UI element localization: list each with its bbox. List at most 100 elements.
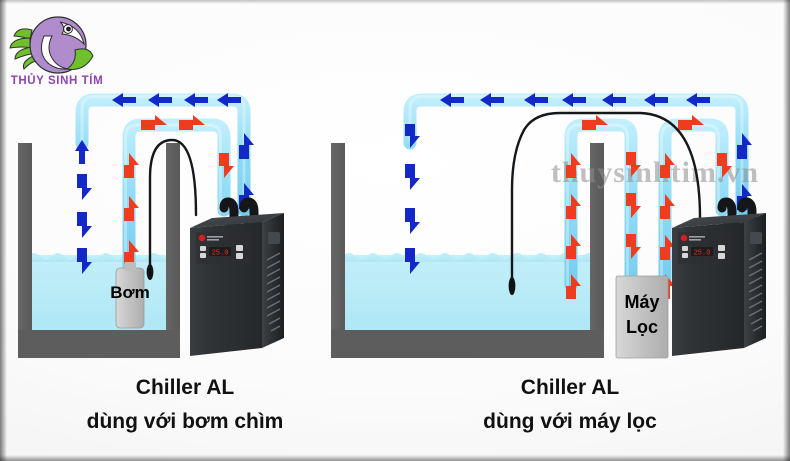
tank-base-right [331,330,604,358]
warm-flow-arrows-right [566,115,732,299]
temperature-probe-cable-left [146,138,198,280]
arrow-right-icon [141,115,167,130]
fish-fin-icon [9,28,39,70]
arrow-up-icon [737,133,752,159]
aquarium-tank-right [331,143,604,358]
tank-water-right [343,255,603,333]
temperature-probe-tip-right [508,277,516,295]
tank-base [18,330,180,358]
arrow-down-icon [405,124,420,148]
chiller-button-down-right[interactable] [682,253,688,258]
pump-label: Bơm [110,283,149,302]
caption-left-line1: Chiller AL [136,376,235,399]
warm-flow-arrows-left [124,115,234,265]
warm-supply-pipe-left [122,118,231,282]
arrow-right-icon [582,115,608,130]
chiller-button-down-left[interactable] [200,253,206,258]
arrow-down-icon [626,152,641,177]
arrow-up-icon [660,194,675,219]
tank-right-wall [166,143,180,335]
chiller-top-panel-left [190,213,284,228]
chiller-display-right [691,247,713,256]
chiller-button-up-right[interactable] [682,246,688,251]
chiller-control-panel-right[interactable]: 25.0 [678,232,732,264]
arrow-down-icon [717,153,732,178]
cold-flow-arrows-left [75,93,254,274]
site-watermark: thuysinhtim.vn [551,156,759,189]
arrow-down-icon [77,248,92,274]
external-filter-right[interactable]: Máy Lọc [615,275,669,359]
arrow-up-icon [124,240,139,265]
arrow-down-icon [405,208,420,234]
submersible-pump-left: Bơm [110,262,150,329]
tank-left-wall [18,143,32,335]
arrow-up-icon [660,235,675,260]
arrow-up-icon [124,196,139,221]
arrow-down-icon [626,234,641,259]
chiller-button-set-left[interactable] [236,245,243,251]
tank-left-wall-right-panel [331,143,345,335]
arrow-down-icon [77,174,92,200]
chiller-display-value-left: 25.0 [212,250,229,258]
arrow-left-icon [112,93,136,107]
arrow-up-icon [566,274,581,299]
water-surface-left [28,253,180,262]
chiller-top-panel-right [672,213,766,228]
chiller-side-port-left [268,232,280,244]
chiller-button-mode-right[interactable] [718,253,725,259]
panel-right: thuysinhtim.vn [331,93,766,433]
brand-logo: THỦY SINH TÍM [9,16,104,87]
arrow-down-icon [75,140,89,164]
chiller-vent-grille-right [748,252,763,332]
chiller-button-up-left[interactable] [200,246,206,251]
chiller-vent-grille-left [266,252,281,332]
arrow-right-icon [179,115,205,130]
arrow-left-icon [562,93,586,107]
caption-right-line1: Chiller AL [521,376,620,399]
fish-pectoral-fin-icon [65,48,94,70]
chiller-display-value-right: 25.0 [694,250,711,258]
panel-left: Bơm [18,93,284,433]
tank-water-left [28,255,180,333]
chiller-button-mode-left[interactable] [236,253,243,259]
aquarium-tank-left [18,143,180,358]
arrow-left-icon [184,93,208,107]
chiller-control-panel-left[interactable]: 25.0 [196,232,250,264]
chiller-brand-logo-left [198,234,206,242]
arrow-up-icon [124,153,139,178]
arrow-up-icon [239,133,254,159]
temperature-probe-tip [146,264,154,280]
arrow-down-icon [77,212,92,238]
arrow-up-icon [566,153,581,178]
filter-label-line1: Máy [624,292,659,312]
arrow-left-icon [524,93,548,107]
brand-logo-text: THỦY SINH TÍM [11,74,104,87]
chiller-display-left [209,247,231,256]
arrow-left-icon [686,93,710,107]
chiller-unit-left: 25.0 [190,197,284,356]
arrow-up-icon [660,153,675,178]
caption-right-line2: dùng với máy lọc [483,410,657,433]
arrow-down-icon [405,248,420,274]
chiller-brand-logo-right [680,234,688,242]
arrow-up-icon [566,194,581,219]
fish-body-icon [29,16,87,74]
arrow-down-icon [219,153,234,178]
arrow-left-icon [217,93,241,107]
arrow-down-icon [405,164,420,190]
arrow-down-icon [626,193,641,218]
temperature-probe-cable-right [508,111,702,295]
chiller-button-set-right[interactable] [718,245,725,251]
arrow-left-icon [148,93,172,107]
filter-label-line2: Lọc [626,317,658,337]
chiller-unit-right: 25.0 [672,197,766,356]
arrow-left-icon [602,93,626,107]
arrow-up-icon [566,234,581,259]
arrow-right-icon [678,115,704,130]
arrow-left-icon [644,93,668,107]
chiller-side-port-right [750,232,762,244]
caption-left-line2: dùng với bơm chìm [87,410,284,433]
tank-right-wall-right-panel [590,143,604,335]
